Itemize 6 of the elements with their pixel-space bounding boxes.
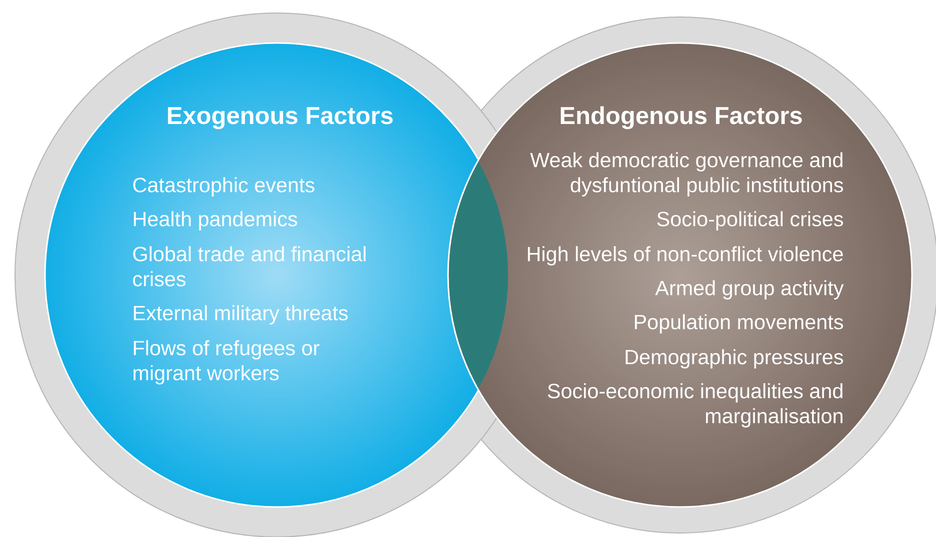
list-item: Health pandemics (134, 211, 298, 230)
list-item: Catastrophic events (133, 177, 314, 196)
list-item: External military threats (134, 305, 348, 324)
list-item: Flows of refugees or migrant workers (134, 340, 320, 384)
heading: Exogenous Factors (168, 107, 393, 130)
list-item: Global trade and financial crises (133, 246, 366, 286)
